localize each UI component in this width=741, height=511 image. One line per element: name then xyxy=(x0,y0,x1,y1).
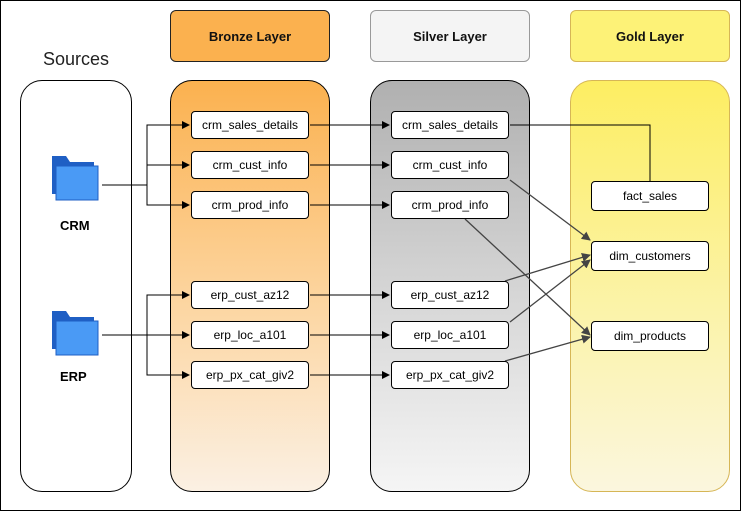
bronze-erp-loc-a101: erp_loc_a101 xyxy=(191,321,309,349)
silver-erp-loc-a101: erp_loc_a101 xyxy=(391,321,509,349)
silver-crm-prod-info: crm_prod_info xyxy=(391,191,509,219)
erp-label: ERP xyxy=(60,369,87,384)
crm-label: CRM xyxy=(60,218,90,233)
gold-layer-header: Gold Layer xyxy=(570,10,730,62)
bronze-layer-header: Bronze Layer xyxy=(170,10,330,62)
bronze-crm-sales-details: crm_sales_details xyxy=(191,111,309,139)
sources-lane xyxy=(20,80,132,492)
gold-fact-sales: fact_sales xyxy=(591,181,709,211)
gold-dim-products: dim_products xyxy=(591,321,709,351)
bronze-erp-cust-az12: erp_cust_az12 xyxy=(191,281,309,309)
silver-erp-px-cat-giv2: erp_px_cat_giv2 xyxy=(391,361,509,389)
bronze-erp-px-cat-giv2: erp_px_cat_giv2 xyxy=(191,361,309,389)
gold-dim-customers: dim_customers xyxy=(591,241,709,271)
erp-folder-icon xyxy=(52,311,99,356)
crm-folder-icon xyxy=(52,156,99,201)
silver-crm-sales-details: crm_sales_details xyxy=(391,111,509,139)
silver-erp-cust-az12: erp_cust_az12 xyxy=(391,281,509,309)
bronze-crm-prod-info: crm_prod_info xyxy=(191,191,309,219)
silver-crm-cust-info: crm_cust_info xyxy=(391,151,509,179)
bronze-crm-cust-info: crm_cust_info xyxy=(191,151,309,179)
sources-title: Sources xyxy=(43,49,110,69)
silver-layer-header: Silver Layer xyxy=(370,10,530,62)
